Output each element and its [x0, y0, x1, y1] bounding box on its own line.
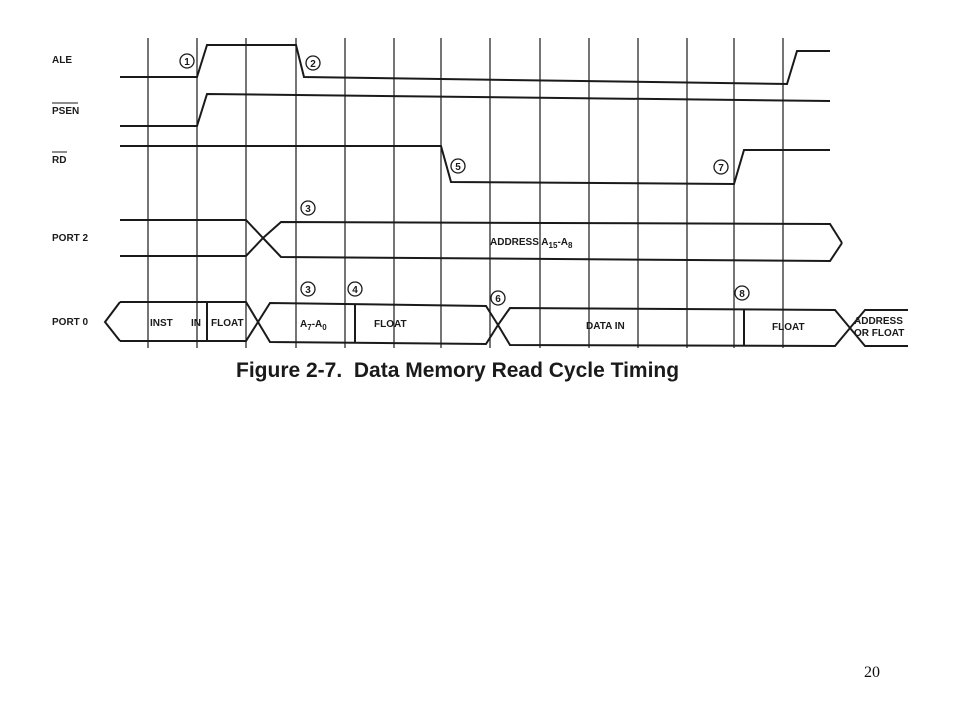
port0-address-low-label: A7-A0: [300, 319, 327, 332]
port0-inst-label: INST: [150, 318, 173, 329]
port0-end-label-line2: OR FLOAT: [854, 328, 904, 339]
port2-bus-bottom: [120, 236, 843, 263]
timing-grid: [147, 38, 784, 348]
page-number: 20: [864, 664, 880, 681]
port0-bus: [103, 301, 908, 348]
marker-circle: [300, 281, 316, 297]
port0-float1-label: FLOAT: [211, 318, 244, 329]
port0-end-label-line1: ADDRESS: [854, 316, 903, 327]
signal-label-rd: RD: [52, 155, 66, 166]
signal-label-port0: PORT 0: [52, 317, 89, 328]
marker-circle: [305, 55, 321, 71]
port0-float3-label: FLOAT: [772, 322, 805, 333]
marker-label: 3: [305, 285, 311, 296]
marker-label: 3: [305, 204, 311, 215]
psen-waveform: [120, 92, 831, 127]
marker-label: 8: [739, 289, 745, 300]
timing-diagram: ALE PSEN RD PORT 2 PORT 0 ADDRESS A15-A8…: [52, 38, 908, 382]
marker-label: 1: [184, 57, 190, 68]
port0-bus-start: [103, 301, 121, 342]
marker-label: 4: [352, 285, 358, 296]
marker-circle: [179, 53, 195, 69]
ale-waveform: [120, 44, 830, 86]
marker-circle: [347, 281, 363, 297]
rd-waveform: [120, 145, 830, 186]
marker-label: 6: [495, 294, 501, 305]
marker-label: 2: [310, 59, 316, 70]
port2-address-label: ADDRESS A15-A8: [490, 237, 573, 250]
port0-data-in-label: DATA IN: [586, 321, 625, 332]
figure-caption: Figure 2-7. Data Memory Read Cycle Timin…: [236, 359, 679, 382]
event-markers: 1 2 3 3 4 5 6 7 8: [179, 53, 750, 306]
marker-circle: [490, 290, 506, 306]
marker-label: 7: [718, 163, 724, 174]
port0-in-label: IN: [191, 318, 201, 329]
marker-label: 5: [455, 162, 461, 173]
marker-circle: [713, 159, 729, 175]
port2-bus: [120, 219, 843, 263]
port0-float2-label: FLOAT: [374, 319, 407, 330]
marker-circle: [734, 285, 750, 301]
signal-label-port2: PORT 2: [52, 233, 89, 244]
marker-circle: [300, 200, 316, 216]
marker-circle: [450, 158, 466, 174]
port0-bus-bottom: [120, 320, 908, 348]
port2-bus-top: [120, 219, 843, 244]
signal-label-ale: ALE: [52, 55, 72, 66]
signal-label-psen: PSEN: [52, 106, 79, 117]
